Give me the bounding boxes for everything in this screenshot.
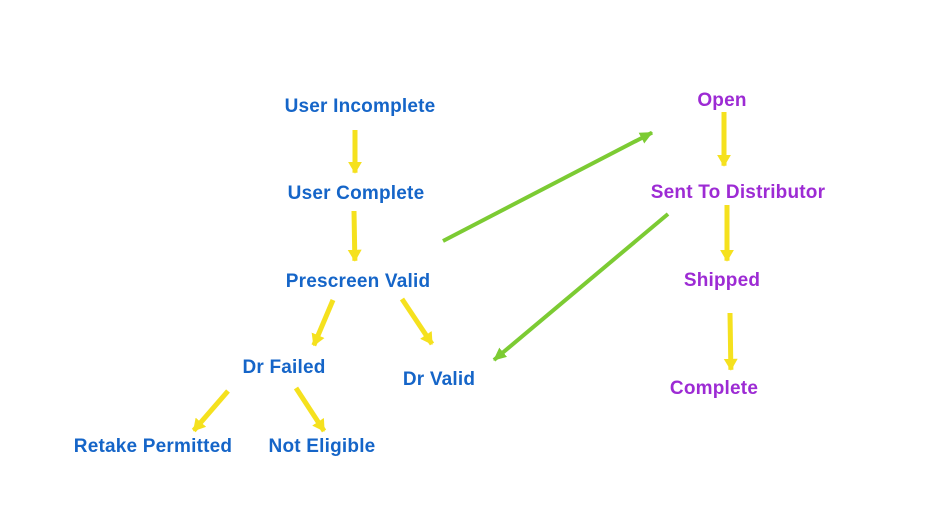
arrow-user-complete-to-prescreen-valid (347, 210, 362, 262)
arrow-prescreen-valid-to-dr-valid (399, 297, 435, 346)
node-user-incomplete: User Incomplete (284, 96, 436, 117)
arrow-prescreen-valid-to-dr-failed (311, 299, 336, 347)
node-dr-failed: Dr Failed (242, 357, 326, 378)
node-retake-permitted: Retake Permitted (73, 436, 233, 457)
arrow-prescreen-valid-to-open (442, 130, 653, 243)
node-user-complete: User Complete (287, 183, 425, 204)
node-complete: Complete (669, 378, 759, 399)
node-open: Open (697, 90, 747, 111)
node-not-eligible: Not Eligible (268, 436, 376, 457)
arrow-shipped-to-complete (723, 312, 738, 371)
node-shipped: Shipped (683, 270, 761, 291)
arrow-dr-failed-to-retake-permitted (191, 389, 230, 433)
arrow-dr-failed-to-not-eligible (293, 386, 327, 433)
node-dr-valid: Dr Valid (402, 369, 476, 390)
node-prescreen-valid: Prescreen Valid (285, 271, 431, 292)
arrow-sent-to-distributor-to-dr-valid (492, 212, 670, 362)
node-sent-to-distributor: Sent To Distributor (650, 182, 826, 203)
